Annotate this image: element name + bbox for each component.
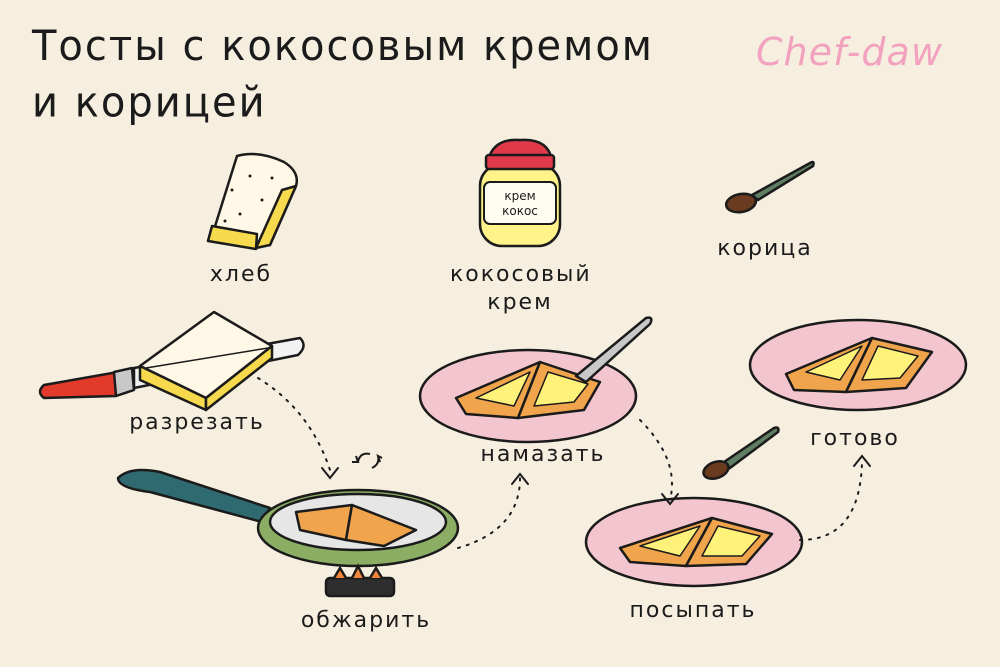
frying-pan-icon: [116, 468, 460, 568]
flip-arrows-icon: [352, 452, 383, 469]
coconut-cream-jar-icon: [478, 138, 562, 248]
jar-label-line-2: кокос: [502, 204, 538, 218]
label-coconut-cream-line-1: кокосовый: [450, 262, 592, 287]
spread-plate-icon: [418, 316, 653, 444]
label-spread: намазать: [480, 442, 606, 467]
step-arrows: [257, 377, 863, 549]
sprinkle-spoon-icon: [702, 426, 780, 480]
label-sprinkle: посыпать: [629, 598, 757, 623]
brand-logo: Chef-daw: [756, 30, 943, 74]
ready-plate-icon: [748, 318, 968, 412]
label-coconut-cream-line-2: крем: [487, 290, 553, 315]
label-fry: обжарить: [300, 608, 432, 633]
arrow-heads: [321, 454, 871, 506]
label-cut: разрезать: [129, 410, 265, 435]
cinnamon-spoon-icon: [724, 160, 815, 214]
jar-label-line-1: крем: [504, 189, 535, 203]
label-cinnamon: корица: [717, 236, 813, 261]
title-line-2: и корицей: [32, 78, 267, 128]
stove-burner-icon: [324, 563, 396, 598]
cut-bread-icon: [138, 310, 274, 412]
sprinkle-plate-icon: [584, 496, 804, 588]
label-bread: хлеб: [209, 262, 273, 287]
page-title: Тосты с кокосовым кремом и корицей: [32, 18, 654, 131]
label-ready: готово: [810, 426, 900, 451]
bread-icon: [206, 152, 298, 251]
title-line-1: Тосты с кокосовым кремом: [32, 22, 654, 71]
